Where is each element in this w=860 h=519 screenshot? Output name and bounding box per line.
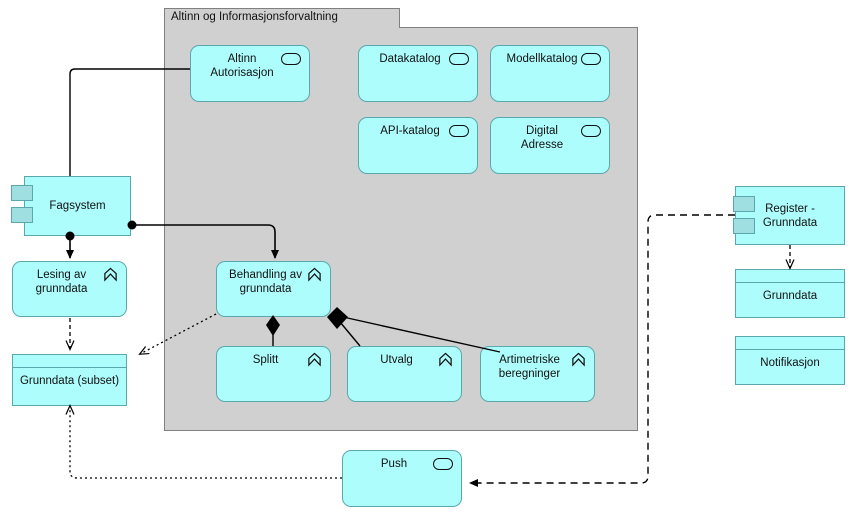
node-grunndata-subset[interactable]: Grunndata (subset) — [12, 354, 127, 406]
node-label-line2: Grunndata — [762, 216, 818, 229]
node-label-line2: Autorisasjon — [210, 67, 274, 79]
node-label: Lesing av grunndata — [13, 268, 126, 296]
node-label-line1: Push — [380, 458, 408, 470]
node-label-line1: Grunndata (subset) — [19, 375, 120, 387]
node-label: Datakatalog — [359, 52, 477, 66]
data-object-header — [736, 337, 844, 350]
node-label-line1: Grunndata — [762, 290, 818, 302]
node-label-line1: Digital — [526, 125, 558, 137]
oval-service-icon — [581, 125, 601, 137]
chevron-function-icon — [308, 267, 321, 282]
node-label-line2: grunndata — [35, 283, 88, 295]
node-label-line1: Utvalg — [380, 354, 413, 366]
component-tab-icon-upper — [11, 185, 33, 201]
node-label: Utvalg — [348, 353, 461, 367]
node-utvalg[interactable]: Utvalg — [347, 346, 462, 402]
node-label-line2: Adresse — [520, 139, 564, 151]
node-label-line1: Artimetriske — [499, 354, 560, 366]
node-altinn-autorisasjon[interactable]: Altinn Autorisasjon — [190, 45, 310, 102]
node-label: Modellkatalog — [491, 52, 609, 66]
package-title: Altinn og Informasjonsforvaltning — [171, 11, 338, 23]
node-label-line1: Register - — [765, 202, 815, 215]
node-lesing-av-grunndata[interactable]: Lesing av grunndata — [12, 261, 127, 317]
node-datakatalog[interactable]: Datakatalog — [358, 45, 478, 102]
data-object-header — [13, 355, 126, 368]
chevron-function-icon — [439, 352, 452, 367]
chevron-function-icon — [572, 352, 585, 367]
node-behandling-av-grunndata[interactable]: Behandling av grunndata — [216, 261, 331, 317]
node-label-line2: beregninger — [498, 368, 561, 380]
node-label-line1: Notifikasjon — [760, 357, 820, 369]
node-artimetriske-beregninger[interactable]: Artimetriske beregninger — [480, 346, 595, 402]
component-tab-icon-lower — [733, 218, 755, 234]
node-label-line1: Fagsystem — [49, 200, 106, 212]
node-label: Splitt — [217, 353, 330, 367]
node-label-line2: grunndata — [239, 283, 292, 295]
oval-service-icon — [581, 53, 601, 65]
node-label: Push — [343, 457, 461, 471]
oval-service-icon — [281, 53, 301, 65]
node-push[interactable]: Push — [342, 450, 462, 507]
node-digital-adresse[interactable]: Digital Adresse — [490, 117, 610, 174]
node-notifikasjon[interactable]: Notifikasjon — [735, 336, 845, 385]
node-label-line1: Splitt — [252, 354, 279, 366]
node-grunndata[interactable]: Grunndata — [735, 269, 845, 318]
node-fagsystem[interactable]: Fagsystem — [24, 176, 131, 236]
chevron-function-icon — [104, 267, 117, 282]
node-label: Digital Adresse — [491, 124, 609, 152]
oval-service-icon — [433, 458, 453, 470]
chevron-function-icon — [308, 352, 321, 367]
data-object-header — [736, 270, 844, 283]
node-label-line1: Altinn — [227, 53, 257, 65]
package-tab — [164, 8, 400, 28]
node-label-line1: API-katalog — [380, 125, 440, 137]
node-api-katalog[interactable]: API-katalog — [358, 117, 478, 174]
node-modellkatalog[interactable]: Modellkatalog — [490, 45, 610, 102]
node-label-line1: Modellkatalog — [506, 53, 578, 65]
node-register-grunndata[interactable]: Register - Grunndata — [735, 186, 845, 245]
node-label: Behandling av grunndata — [217, 268, 330, 296]
node-label-line1: Behandling av — [229, 269, 302, 281]
node-label: Fagsystem — [25, 199, 130, 213]
node-label: API-katalog — [359, 124, 477, 138]
component-tab-icon-upper — [733, 196, 755, 212]
oval-service-icon — [449, 53, 469, 65]
node-splitt[interactable]: Splitt — [216, 346, 331, 402]
node-label: Grunndata (subset) — [13, 374, 126, 388]
node-label-line1: Lesing av — [36, 269, 87, 281]
oval-service-icon — [449, 125, 469, 137]
node-label: Register - Grunndata — [736, 202, 844, 230]
node-label: Grunndata — [736, 289, 844, 303]
component-tab-icon-lower — [11, 207, 33, 223]
node-label: Notifikasjon — [736, 356, 844, 370]
node-label-line1: Datakatalog — [379, 53, 441, 65]
node-label: Altinn Autorisasjon — [191, 52, 309, 80]
